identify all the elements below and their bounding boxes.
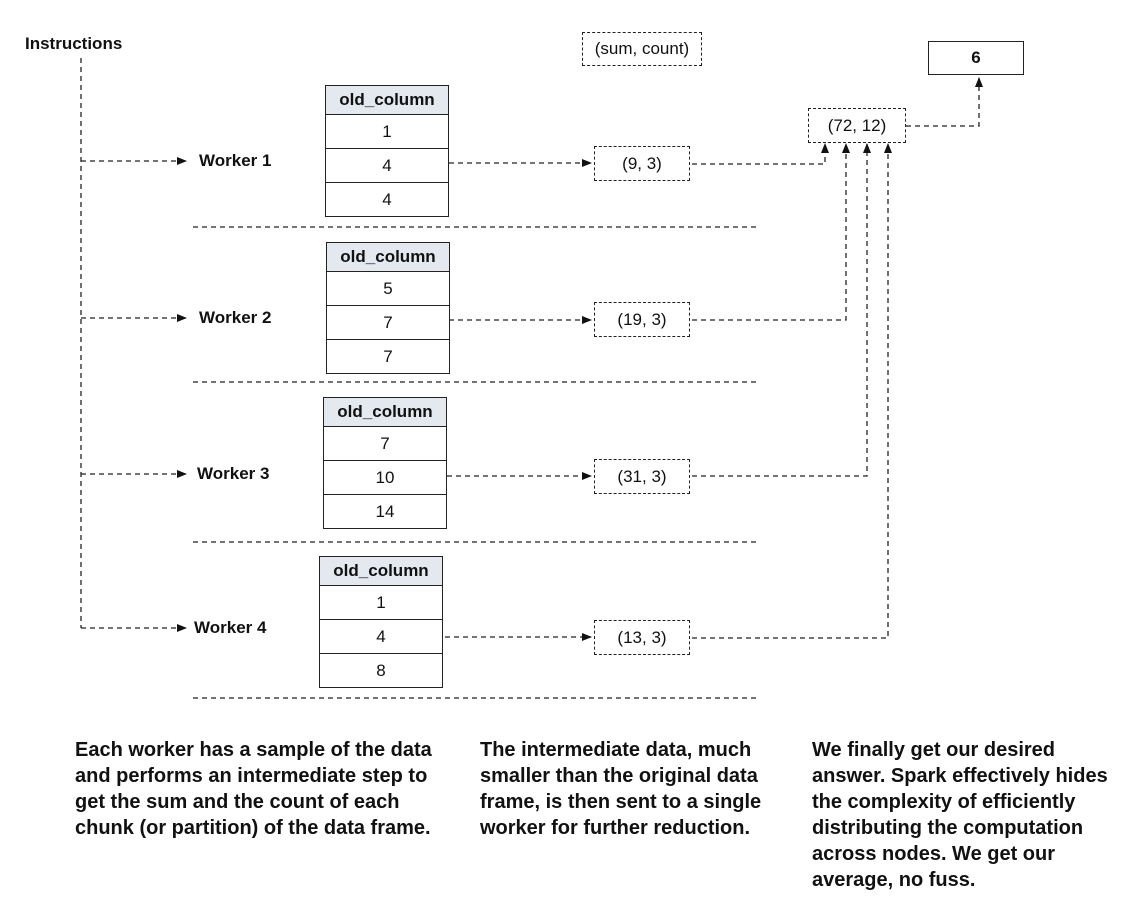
caption-answer: We finally get our desired answer. Spark… (812, 739, 1108, 891)
worker-3-table: old_column 7 10 14 (323, 397, 447, 529)
worker-label: Worker 4 (194, 618, 267, 637)
table-cell: 1 (320, 586, 442, 620)
column-header: old_column (320, 557, 442, 586)
intermediate-pair-box: (31, 3) (594, 459, 690, 494)
pair-1-to-aggregate (692, 143, 829, 165)
table-cell: 7 (324, 427, 446, 461)
caption-workers: Each worker has a sample of the data and… (75, 739, 432, 839)
column-header: old_column (327, 243, 449, 272)
table-cell: 5 (327, 272, 449, 306)
table-cell: 4 (320, 620, 442, 654)
table-cell: 7 (327, 306, 449, 340)
intermediate-pair-box: (13, 3) (594, 620, 690, 655)
worker-label: Worker 2 (199, 308, 272, 327)
legend-sum-count: (sum, count) (582, 32, 702, 66)
table-cell: 1 (326, 115, 448, 149)
table-cell: 4 (382, 190, 392, 209)
caption-intermediate: The intermediate data, much smaller than… (480, 739, 762, 839)
aggregate-pair-box: (72, 12) (808, 108, 906, 143)
final-result-box: 6 (928, 41, 1024, 75)
intermediate-pair-box: (9, 3) (594, 146, 690, 181)
worker-label: Worker 3 (197, 464, 270, 483)
worker-2-table: old_column 5 7 7 (326, 242, 450, 374)
worker-1-table: old_column 1 4 4 (325, 85, 449, 217)
table-cell: 4 (326, 149, 448, 183)
column-header: old_column (324, 398, 446, 427)
intermediate-pair-box: (19, 3) (594, 302, 690, 337)
worker-4-table: old_column 1 4 8 (319, 556, 443, 688)
aggregate-to-result (906, 77, 983, 127)
table-cell: 8 (376, 661, 386, 680)
worker-label: Worker 1 (199, 151, 272, 170)
table-cell: 10 (324, 461, 446, 495)
pair-3-to-aggregate (692, 143, 871, 477)
instructions-label: Instructions (25, 34, 123, 53)
table-cell: 7 (383, 347, 393, 366)
pair-2-to-aggregate (692, 143, 850, 321)
pair-4-to-aggregate (692, 143, 892, 639)
column-header: old_column (326, 86, 448, 115)
table-cell: 14 (375, 502, 395, 521)
